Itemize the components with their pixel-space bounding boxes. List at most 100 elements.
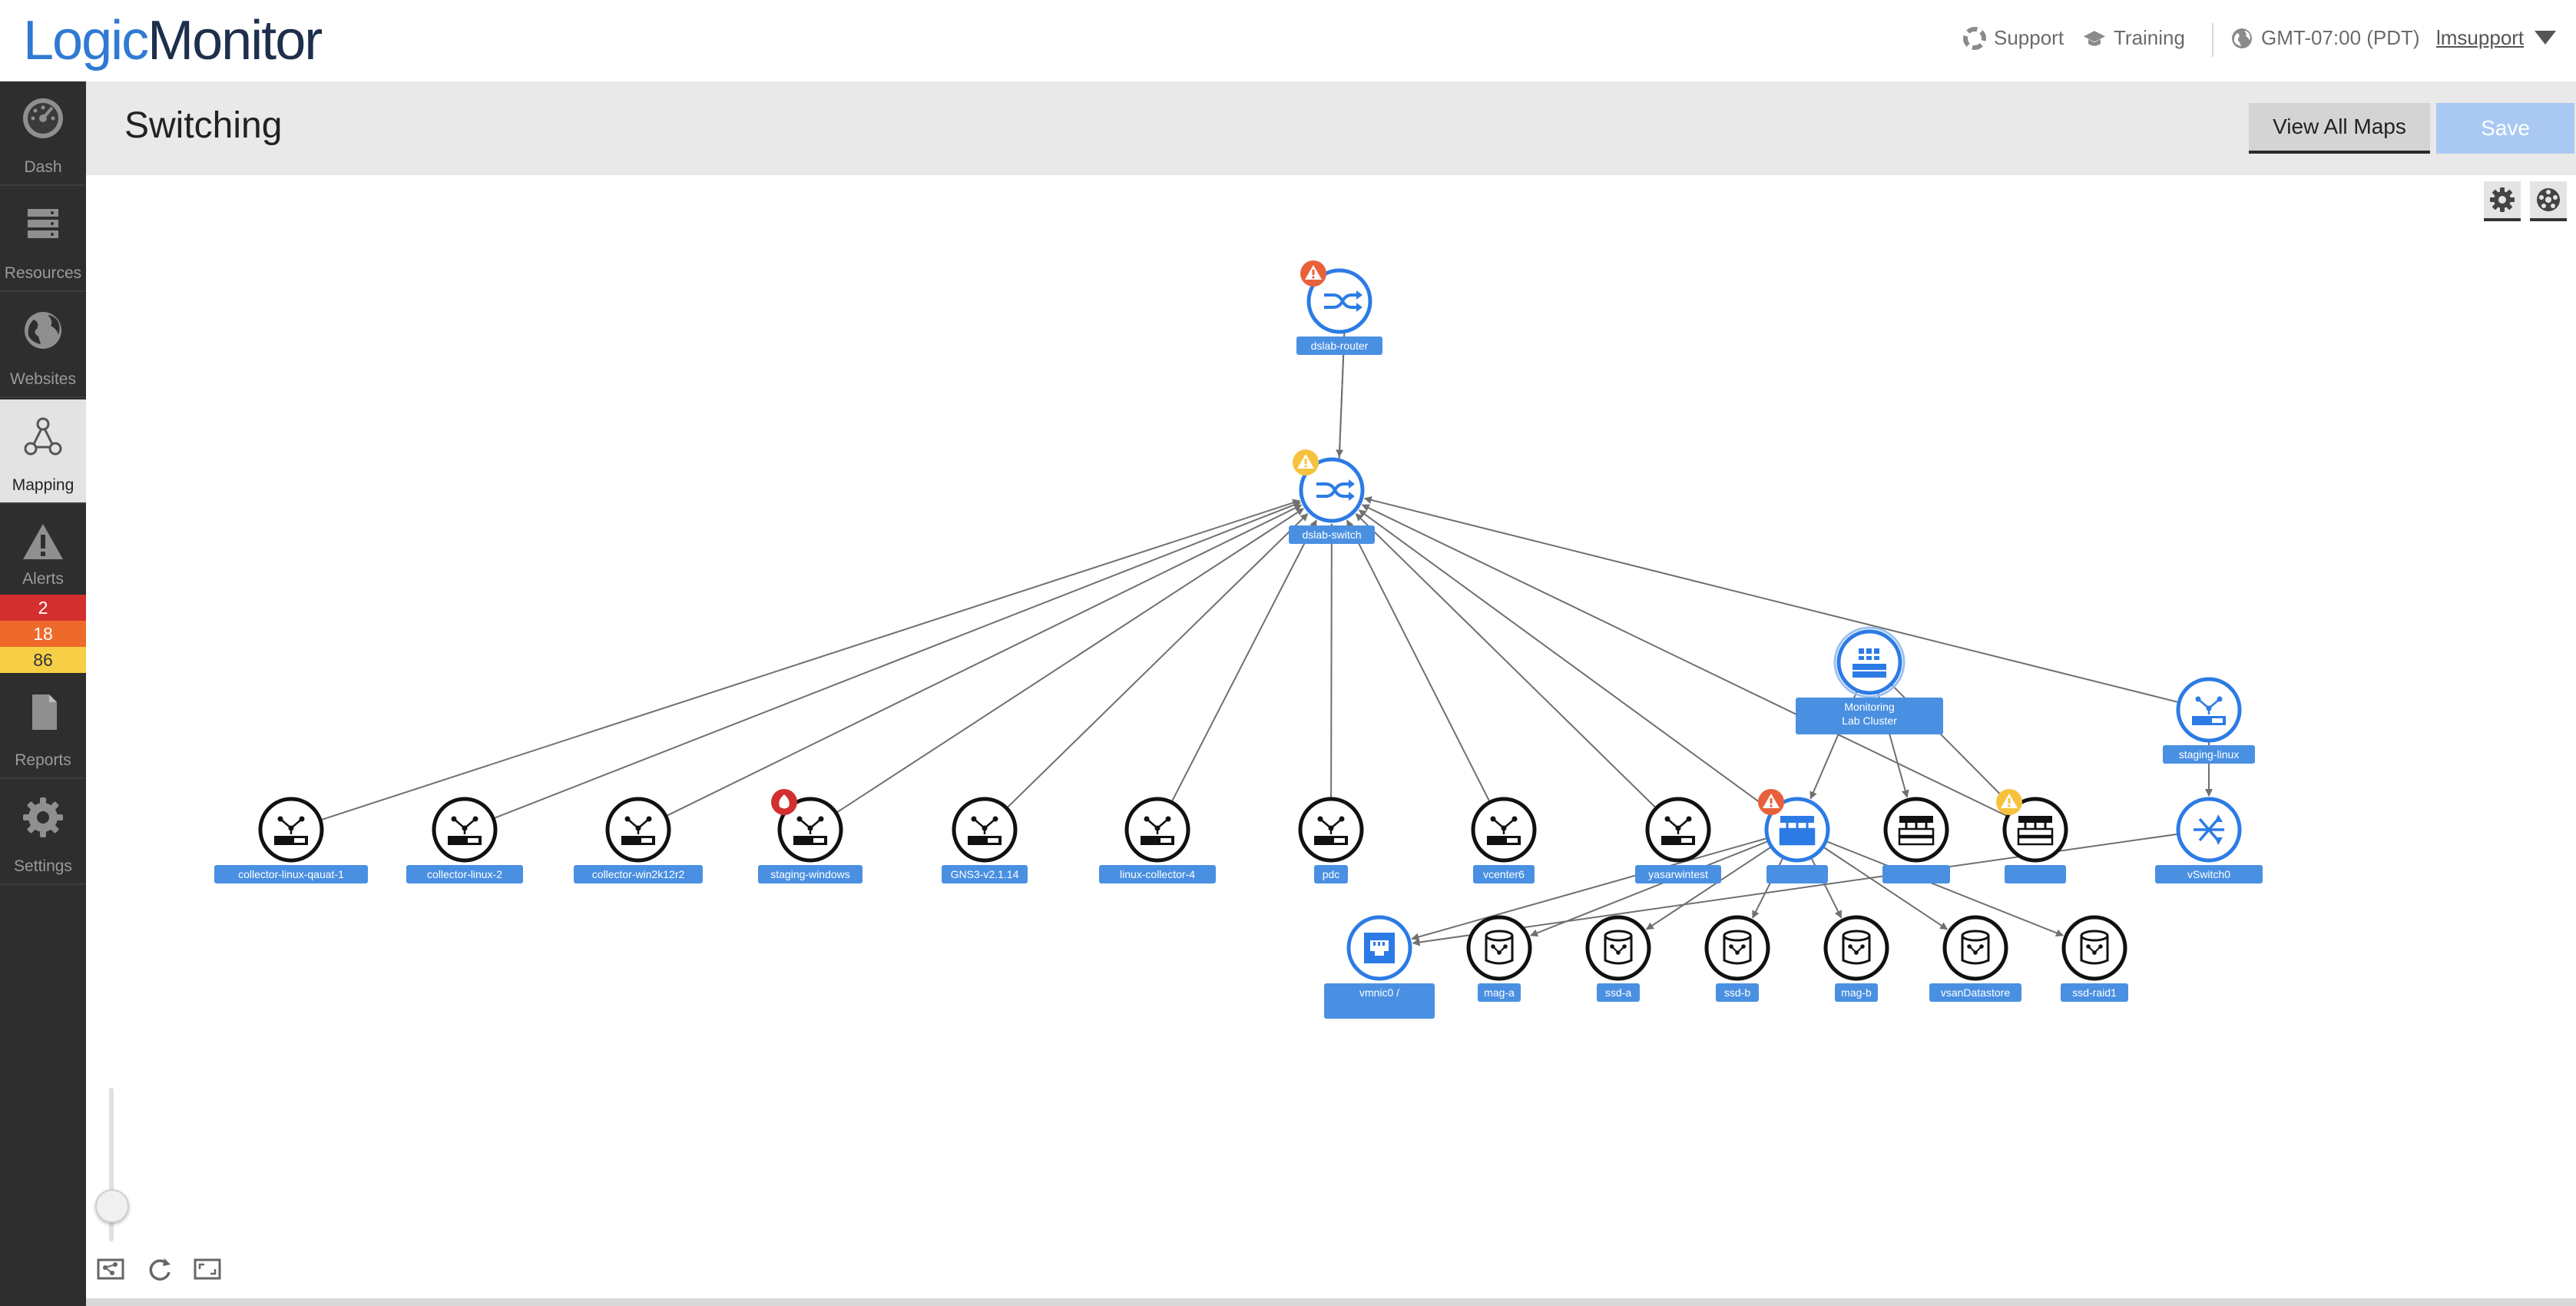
map-node-vsandatastore[interactable]: vsanDatastore [1929,915,2021,1002]
sidebar-item-dash[interactable]: Dash [0,81,86,186]
device-port-glyph [1334,838,1345,843]
map-node-yasarwintest[interactable]: yasarwintest [1635,797,1721,883]
support-link[interactable]: Support [1963,26,2064,50]
sidebar-item-alerts[interactable]: Alerts [0,505,86,595]
map-node-dslab-switch[interactable]: dslab-switch [1289,449,1375,544]
datastore-top-glyph [1842,930,1871,942]
node-label-box[interactable] [1716,983,1759,1002]
node-label-box[interactable] [406,865,523,883]
sidebar-item-mapping[interactable]: Mapping [0,399,86,504]
node-label-box[interactable] [1597,983,1640,1002]
map-node-collector-linux-2[interactable]: collector-linux-2 [406,797,523,883]
node-circle[interactable] [1466,915,1532,981]
node-circle[interactable] [1704,915,1770,981]
map-node-collector-win2k12r2[interactable]: collector-win2k12r2 [574,797,703,883]
node-label: collector-linux-qauat-1 [238,868,344,880]
datastore-node-glyph [1967,944,1972,949]
node-label: staging-windows [770,868,850,880]
node-label-box[interactable] [1796,698,1943,734]
map-settings-button[interactable] [2484,181,2521,221]
node-label-box[interactable] [1289,525,1375,544]
sidebar-item-resources[interactable]: Resources [0,187,86,292]
node-label-box[interactable] [1478,983,1521,1002]
node-label-box[interactable] [1099,865,1216,883]
node-label-box[interactable] [1296,336,1382,355]
map-node-mag-b[interactable]: mag-b [1823,915,1889,1002]
node-circle[interactable] [1942,915,2008,981]
node-label-box[interactable] [1835,983,1878,1002]
sidebar-item-reports[interactable]: Reports [0,675,86,779]
datastore-node-glyph [1616,950,1621,955]
save-button[interactable]: Save [2436,103,2574,154]
zoom-slider-handle[interactable] [95,1189,129,1223]
map-node-esx-host-1[interactable] [1758,789,1830,883]
node-label-box[interactable] [214,865,368,883]
map-node-staging-linux[interactable]: staging-linux [2163,677,2255,764]
node-label-box[interactable] [1473,865,1535,883]
datastore-body-glyph [1485,936,1514,965]
node-circle[interactable] [1823,915,1889,981]
device-node-glyph [635,825,641,831]
map-node-ssd-a[interactable]: ssd-a [1585,915,1651,1002]
map-node-pdc[interactable]: pdc [1298,797,1364,883]
router-arrowhead-glyph [1349,492,1355,501]
node-label-box[interactable] [1314,865,1348,883]
map-layout-button[interactable] [2530,181,2567,221]
sidebar-item-websites[interactable]: Websites [0,293,86,398]
map-node-gns3-v2.1.14[interactable]: GNS3-v2.1.14 [942,797,1028,883]
map-node-collector-linux-qauat-1[interactable]: collector-linux-qauat-1 [214,797,368,883]
map-node-mag-a[interactable]: mag-a [1466,915,1532,1002]
horizontal-scrollbar[interactable] [86,1298,2576,1306]
node-circle[interactable] [1585,915,1651,981]
map-node-vmnic0[interactable]: vmnic0 / [1324,915,1435,1019]
refresh-button[interactable] [144,1254,175,1284]
map-node-vcenter6[interactable]: vcenter6 [1471,797,1537,883]
logicmonitor-logo[interactable]: LogicMonitor [23,6,323,75]
device-node-glyph [299,816,305,822]
node-label-box[interactable] [1324,983,1435,1019]
user-menu-link[interactable]: lmsupport [2436,26,2525,49]
map-node-staging-windows[interactable]: staging-windows [758,789,863,883]
node-label-box[interactable] [758,865,863,883]
node-label-box[interactable] [2155,865,2263,883]
alert-count-critical[interactable]: 2 [0,595,86,621]
map-node-linux-collector-4[interactable]: linux-collector-4 [1099,797,1216,883]
node-circle[interactable] [1836,629,1902,695]
alert-count-warning[interactable]: 86 [0,647,86,673]
device-node-glyph [1165,816,1171,822]
node-label-box[interactable] [1766,865,1828,883]
datastore-node-glyph [2086,944,2091,949]
timezone-link[interactable]: GMT-07:00 (PDT) [2230,26,2420,50]
nic-pin-glyph [1378,942,1380,946]
map-node-esx-host-2[interactable] [1882,797,1950,883]
alert-count-error[interactable]: 18 [0,621,86,647]
fullscreen-button[interactable] [192,1254,223,1284]
node-circle[interactable] [1306,268,1372,334]
view-all-maps-button[interactable]: View All Maps [2249,103,2430,154]
sidebar-item-label: Reports [15,751,71,769]
node-label-box[interactable] [1929,983,2021,1002]
node-label-box[interactable] [2061,983,2128,1002]
map-node-esx-host-3[interactable] [1996,789,2068,883]
timezone-label: GMT-07:00 (PDT) [2261,26,2420,49]
node-label-box[interactable] [2005,865,2066,883]
map-node-ssd-b[interactable]: ssd-b [1704,915,1770,1002]
caret-down-icon[interactable] [2535,31,2556,45]
node-label-box[interactable] [574,865,703,883]
datastore-node-glyph [1854,950,1859,955]
node-label-box[interactable] [2163,745,2255,764]
node-label-box[interactable] [942,865,1028,883]
fit-map-button[interactable] [95,1254,126,1284]
map-node-dslab-router[interactable]: dslab-router [1296,260,1382,355]
zoom-slider-track[interactable] [109,1088,114,1241]
map-node-ssd-raid1[interactable]: ssd-raid1 [2061,915,2128,1002]
training-link[interactable]: Training [2083,26,2185,50]
node-label-box[interactable] [1882,865,1950,883]
sidebar-item-settings[interactable]: Settings [0,781,86,885]
node-circle[interactable] [2061,915,2127,981]
node-circle[interactable] [1299,457,1365,523]
map-node-vswitch0[interactable]: vSwitch0 [2155,797,2263,883]
node-label-box[interactable] [1635,865,1721,883]
